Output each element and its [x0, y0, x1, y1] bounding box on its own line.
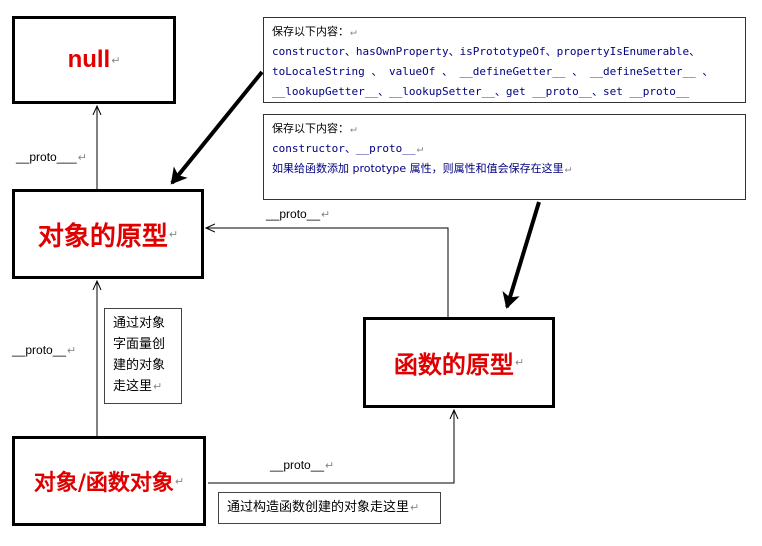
bold-arrow-middle-note [502, 201, 541, 309]
note-top-header: 保存以下内容： [272, 25, 349, 38]
node-object-prototype: 对象的原型↵ [12, 189, 204, 279]
note-object-prototype-contents: 保存以下内容：↵ constructor、hasOwnProperty、isPr… [263, 17, 746, 103]
note-top-line-3: __lookupGetter__、__lookupSetter__、get __… [272, 85, 690, 98]
note-middle-text: 如果给函数添加 prototype 属性，则属性和值会保存在这里 [272, 162, 564, 175]
note-top-line-2: toLocaleString 、 valueOf 、 __defineGette… [272, 65, 714, 78]
arrow-funcproto-to-objproto [206, 228, 449, 317]
node-function-prototype: 函数的原型↵ [363, 317, 555, 408]
callout-constructor-objects: 通过构造函数创建的对象走这里↵ [218, 492, 441, 524]
node-null-label: null [67, 46, 111, 73]
label-proto-middle: __proto__↵ [266, 207, 331, 221]
bold-arrow-top-note [170, 70, 264, 185]
arrow-objfunc-to-funcproto [208, 410, 454, 484]
note-function-prototype-contents: 保存以下内容：↵ constructor、__proto__↵ 如果给函数添加 … [263, 114, 746, 200]
node-object-prototype-label: 对象的原型 [37, 221, 168, 252]
label-proto-bottom: __proto__↵ [270, 458, 335, 472]
note-middle-header: 保存以下内容： [272, 122, 349, 135]
note-middle-code: constructor、__proto__ [272, 142, 416, 155]
callout-literal-objects: 通过对象字面量创建的对象走这里↵ [104, 308, 182, 404]
label-proto-left: __proto__↵ [12, 343, 77, 357]
note-top-line-1: constructor、hasOwnProperty、isPrototypeOf… [272, 45, 701, 58]
node-object-function: 对象/函数对象↵ [12, 436, 206, 526]
node-object-function-label: 对象/函数对象 [33, 470, 174, 496]
node-null: null↵ [12, 16, 176, 104]
label-proto-null: __proto___↵ [16, 150, 87, 164]
node-function-prototype-label: 函数的原型 [393, 350, 514, 379]
